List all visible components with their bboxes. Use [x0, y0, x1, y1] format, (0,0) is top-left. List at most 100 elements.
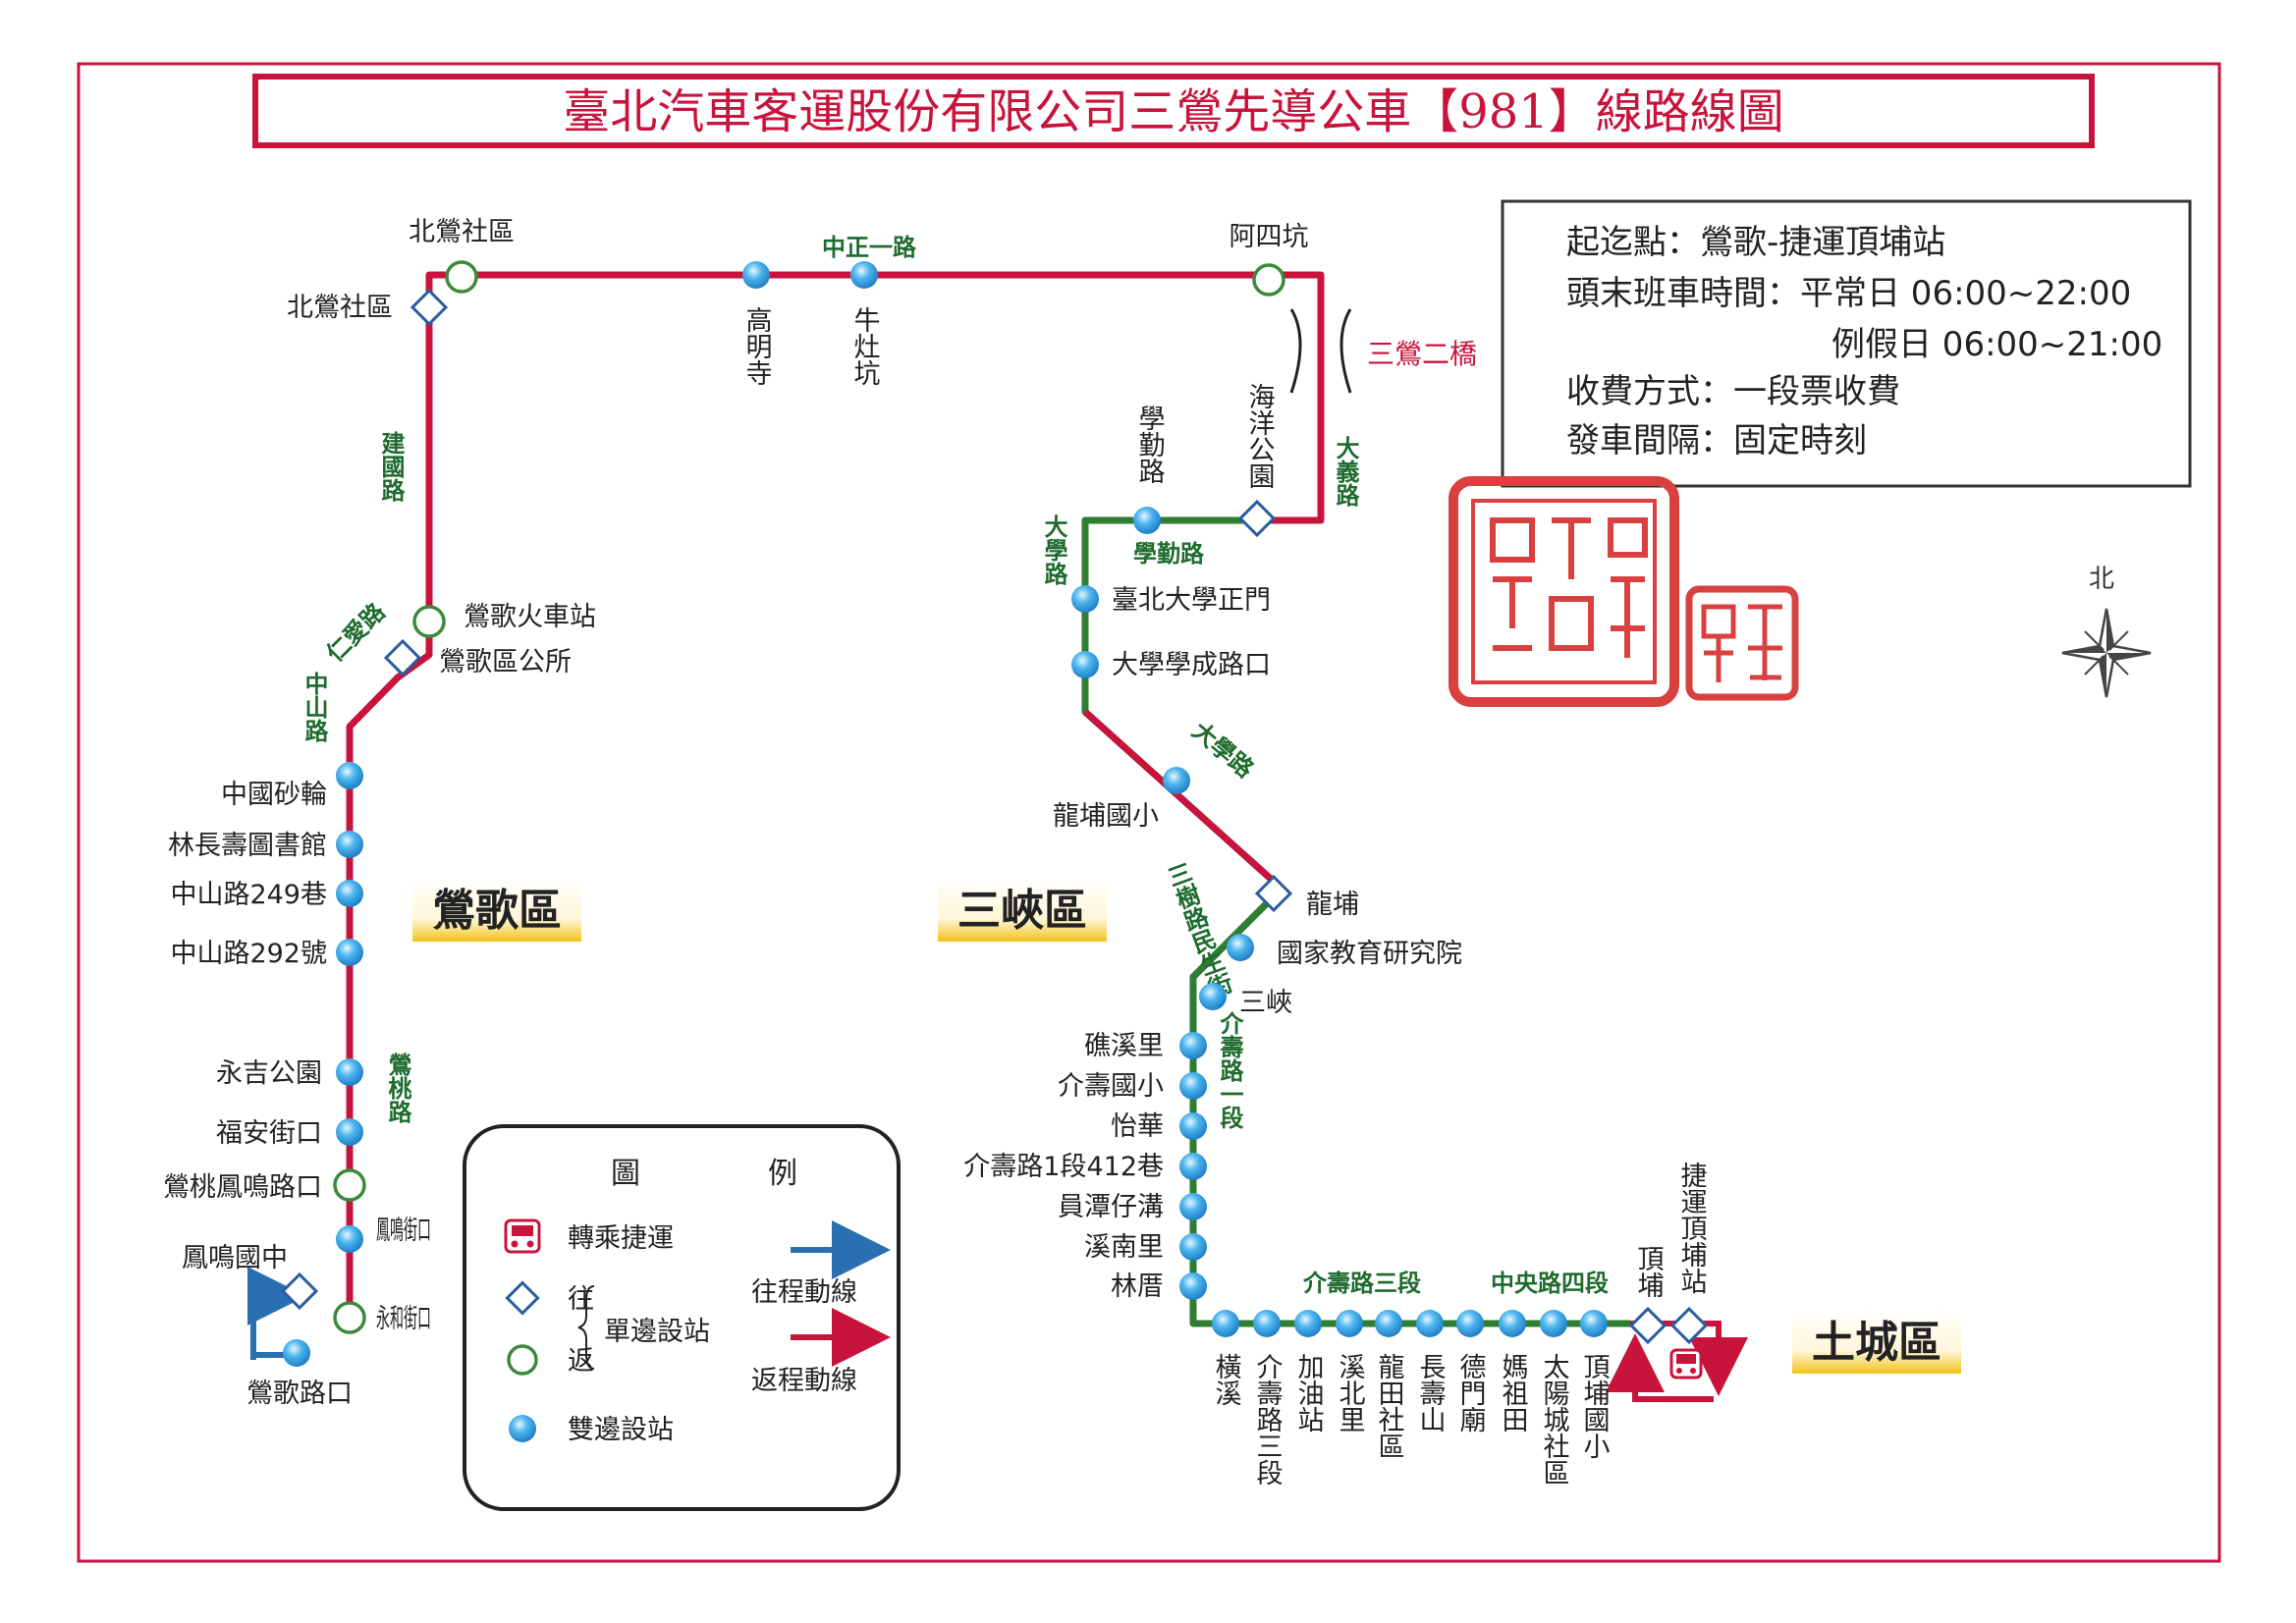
station-diamond-longpu[interactable] [1254, 874, 1293, 913]
station-dot-taiyangcheng[interactable] [1540, 1310, 1567, 1337]
info-endpoints: 起迄點：鶯歌-捷運頂埔站 [1566, 223, 1945, 262]
legend-title-2: 例 [768, 1157, 797, 1191]
station-dot-xibei[interactable] [1336, 1310, 1363, 1337]
legend-double-side: 雙邊設站 [568, 1415, 674, 1445]
station-dot-linzhuo[interactable] [1179, 1272, 1207, 1300]
inbound-stations [333, 260, 1285, 1334]
station-dot-jieshou3[interactable] [1253, 1310, 1281, 1337]
road-label-yingtao: 鶯桃路 [384, 1053, 411, 1123]
station-label-ntpu-gate: 臺北大學正門 [1112, 585, 1271, 616]
station-label-xinan: 溪南里 [1084, 1232, 1164, 1263]
legend: 圖 例 轉乘捷運 往 返 單邊設站 雙邊設站 往程動線 返程動線 [463, 1124, 901, 1511]
station-label-haiyang: 海洋公園 [1244, 383, 1275, 489]
info-fare: 收費方式：一段票收費 [1566, 372, 1900, 411]
district-tucheng: 土城區 [1792, 1309, 1961, 1374]
station-dot-yongji[interactable] [336, 1058, 363, 1086]
station-label-longpu-school: 龍埔國小 [1053, 801, 1159, 832]
station-dot-sanxia[interactable] [1199, 983, 1227, 1010]
station-label-jixi: 礁溪里 [1084, 1031, 1164, 1061]
station-dot-niuzaokeng[interactable] [850, 261, 878, 289]
outer-frame [77, 62, 2221, 1563]
road-label-sanshu-minsheng: 三樹路民生街 [1161, 859, 1236, 1002]
station-diamond-mrt-dingpu[interactable] [1669, 1306, 1709, 1345]
station-label-asikeng: 阿四坑 [1230, 222, 1309, 252]
station-dot-zs292[interactable] [336, 939, 363, 966]
station-dot-jieshou-school[interactable] [1179, 1072, 1207, 1100]
station-dot-yuantan[interactable] [1179, 1193, 1207, 1220]
station-label-xibei: 溪北里 [1335, 1353, 1366, 1433]
station-ring-asikeng[interactable] [1252, 263, 1285, 297]
legend-inbound: 返 [568, 1346, 594, 1377]
station-label-yingge-office: 鶯歌區公所 [439, 647, 572, 677]
station-dot-yinggelu[interactable] [283, 1339, 310, 1367]
legend-mrt-icon [504, 1218, 541, 1254]
station-label-yihua: 怡華 [1111, 1111, 1164, 1142]
district-label-tucheng: 土城區 [1812, 1318, 1941, 1368]
station-label-demen: 德門廟 [1455, 1353, 1487, 1433]
station-dot-daxue-xuecheng[interactable] [1071, 651, 1099, 678]
station-label-longpu: 龍埔 [1306, 890, 1359, 920]
station-dot-xinan[interactable] [1179, 1233, 1207, 1261]
station-label-mrt-dingpu: 捷運頂埔站 [1676, 1162, 1708, 1294]
station-dot-nier[interactable] [1227, 934, 1254, 961]
station-ring-beiying[interactable] [445, 260, 478, 294]
station-label-zs249: 中山路249巷 [170, 880, 327, 910]
station-dot-zs249[interactable] [336, 880, 363, 907]
station-diamond-dingpu[interactable] [1628, 1306, 1667, 1345]
info-box [1501, 199, 2192, 488]
station-dot-gaomingsi[interactable] [742, 261, 770, 289]
dingpu-loop-return-2 [1606, 1333, 1714, 1402]
station-dot-longpu-school[interactable] [1163, 767, 1190, 794]
legend-single-side: 單邊設站 [604, 1317, 710, 1347]
station-dot-ntpu-gate[interactable] [1071, 585, 1099, 613]
station-label-yuantan: 員潭仔溝 [1058, 1192, 1164, 1222]
manager-seal [1685, 585, 1799, 701]
road-label-dayi: 大義路 [1332, 436, 1359, 507]
station-label-alley412: 介壽路1段412巷 [963, 1152, 1164, 1182]
station-dot-alley412[interactable] [1179, 1153, 1207, 1180]
station-label-zs292: 中山路292號 [170, 939, 327, 969]
road-label-xueqin: 學勤路 [1133, 540, 1205, 568]
station-ring-yingge-station[interactable] [412, 605, 446, 638]
station-dot-hengxi[interactable] [1212, 1310, 1239, 1337]
station-label-daxue-xuecheng: 大學學成路口 [1112, 650, 1271, 680]
district-sanxia: 三峽區 [938, 877, 1107, 942]
station-dot-fengming-junction[interactable] [336, 1225, 363, 1253]
station-ring-yonghe[interactable] [333, 1301, 366, 1334]
station-ring-yingtao-fengming[interactable] [333, 1168, 366, 1202]
legend-brace [577, 1285, 595, 1370]
station-label-xueqinlu: 學勤路 [1134, 405, 1165, 484]
station-dot-gas-station[interactable] [1294, 1310, 1322, 1337]
district-label-sanxia: 三峽區 [957, 886, 1087, 936]
station-dot-jixi[interactable] [1179, 1032, 1207, 1059]
legend-inbound-line: 返程動線 [751, 1366, 857, 1396]
route-line-university [1081, 516, 1630, 1327]
station-dot-yihua[interactable] [1179, 1112, 1207, 1140]
outbound-stations [280, 288, 1709, 1345]
info-hours-holiday: 例假日 06:00~21:00 [1831, 325, 2162, 364]
station-label-sanxia: 三峽 [1239, 988, 1292, 1018]
legend-outbound-line: 往程動線 [751, 1277, 857, 1308]
station-label-niuzaokeng: 牛灶坑 [849, 306, 881, 386]
station-dot-xueqinlu[interactable] [1133, 507, 1161, 534]
station-dot-dingpu-school[interactable] [1580, 1310, 1608, 1337]
station-diamond-haiyang[interactable] [1237, 499, 1277, 538]
station-diamond-yingge-office[interactable] [383, 638, 422, 677]
station-dot-demen[interactable] [1456, 1310, 1484, 1337]
route-line-sanshu-green [1189, 886, 1285, 1001]
station-dot-mazutian[interactable] [1499, 1310, 1526, 1337]
station-diamond-fengming-school[interactable] [280, 1271, 319, 1311]
station-diamond-beiying[interactable] [410, 288, 449, 327]
station-dot-longtian[interactable] [1375, 1310, 1402, 1337]
legend-ring-icon [507, 1344, 538, 1376]
station-dot-fuan[interactable] [336, 1118, 363, 1146]
station-dot-library[interactable] [336, 831, 363, 858]
station-label-changshoushan: 長壽山 [1415, 1353, 1446, 1433]
mrt-transfer-icon [1669, 1348, 1703, 1380]
road-label-jieshou1: 介壽路一段 [1216, 1011, 1244, 1130]
info-hours-weekday: 頭末班車時間：平常日 06:00~22:00 [1566, 274, 2131, 313]
station-dot-changshoushan[interactable] [1416, 1310, 1444, 1337]
road-label-renai: 仁愛路 [321, 597, 391, 667]
company-seal [1449, 476, 1679, 707]
station-dot-china-grinding[interactable] [336, 762, 363, 789]
